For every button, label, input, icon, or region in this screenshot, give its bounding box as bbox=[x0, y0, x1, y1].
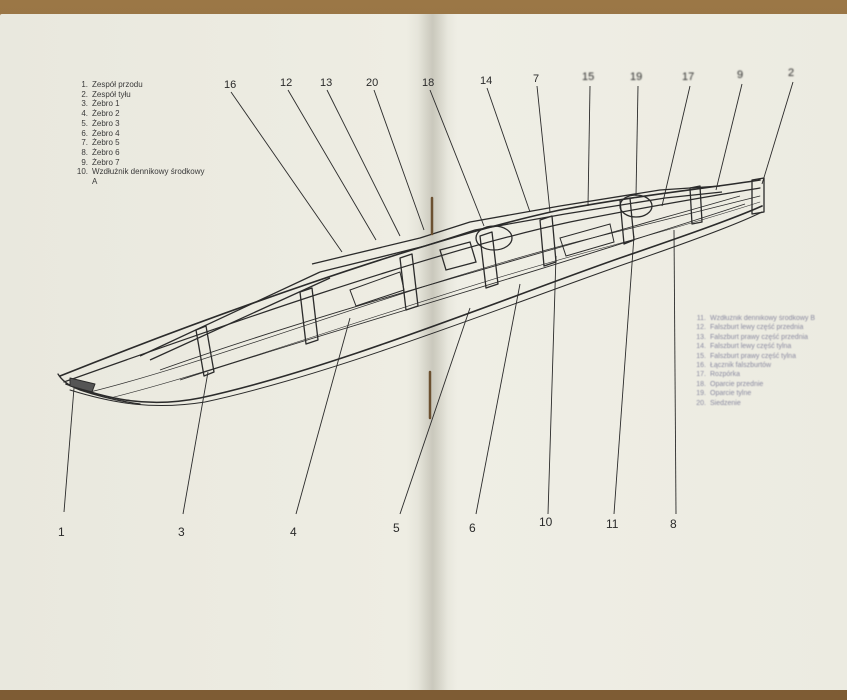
callout-1: 1 bbox=[58, 525, 65, 539]
legend-item: 1.Zespół przodu bbox=[81, 80, 143, 89]
seat bbox=[439, 241, 477, 271]
legend-item: 4.Żebro 2 bbox=[81, 109, 120, 119]
rib-2 bbox=[299, 287, 319, 345]
callout-2: 2 bbox=[788, 67, 794, 79]
booklet-spread bbox=[0, 14, 847, 690]
kayak-hull bbox=[57, 177, 765, 407]
leader-lines-top bbox=[230, 81, 794, 253]
callout-14: 14 bbox=[480, 75, 492, 87]
legend-item: 20.Siedzenie bbox=[696, 399, 741, 407]
rear-backrest bbox=[619, 194, 653, 218]
legend-item: 15.Falszburt prawy część tylna bbox=[696, 352, 796, 360]
callout-3: 3 bbox=[178, 525, 185, 539]
callout-12: 12 bbox=[280, 77, 292, 89]
seat-assembly bbox=[349, 194, 653, 307]
legend-item: 6.Żebro 4 bbox=[81, 128, 120, 138]
callout-9: 9 bbox=[737, 69, 743, 81]
callout-11: 11 bbox=[606, 517, 619, 531]
callout-19: 19 bbox=[630, 71, 642, 83]
rib-4 bbox=[479, 231, 499, 289]
legend-item: 7.Żebro 5 bbox=[81, 138, 120, 148]
legend-item: 5.Żebro 3 bbox=[81, 118, 120, 128]
legend-item: 17.Rozpórka bbox=[696, 371, 740, 379]
callout-16: 16 bbox=[224, 79, 236, 91]
legend-item: 13.Falszburt prawy część przednia bbox=[696, 333, 809, 341]
rib-7 bbox=[689, 185, 703, 225]
callout-13: 13 bbox=[320, 77, 332, 89]
callout-15: 15 bbox=[582, 71, 594, 83]
legend-item: 16.Łącznik falszburtów bbox=[696, 362, 772, 370]
binding-staples bbox=[428, 196, 434, 420]
legend-item: 2.Zespół tyłu bbox=[81, 89, 131, 99]
leader-lines-bottom bbox=[63, 229, 677, 515]
legend-item: 3.Żebro 1 bbox=[81, 99, 120, 109]
legend-item: 12.Falszburt lewy część przednia bbox=[696, 324, 804, 332]
callout-numbers-top: 16 12 13 20 18 14 7 15 19 17 9 2 bbox=[224, 67, 794, 91]
legend-item: 19.Oparcie tylne bbox=[696, 390, 752, 398]
kayak-stringers bbox=[159, 195, 746, 381]
callout-7: 7 bbox=[533, 73, 539, 85]
legend-item: 9.Żebro 7 bbox=[81, 157, 120, 167]
parts-legend-right: 11.Wzdłużnik dennikowy środkowy B 12.Fal… bbox=[690, 314, 820, 408]
legend-item: 11.Wzdłużnik dennikowy środkowy B bbox=[696, 315, 816, 322]
callout-5: 5 bbox=[393, 521, 400, 535]
legend-item: 18.Oparcie przednie bbox=[696, 380, 764, 388]
rib-5 bbox=[539, 215, 557, 267]
callout-numbers-bottom: 1 3 4 5 6 10 11 8 bbox=[58, 515, 677, 539]
callout-8: 8 bbox=[670, 517, 677, 531]
front-backrest bbox=[475, 225, 513, 251]
parts-legend-left: 1.Zespół przodu 2.Zespół tyłu 3.Żebro 1 … bbox=[70, 80, 210, 187]
legend-item: 10.Wzdłużnik dennikowy środkowy A bbox=[76, 167, 205, 187]
callout-10: 10 bbox=[539, 515, 553, 529]
callout-6: 6 bbox=[469, 521, 476, 535]
callout-4: 4 bbox=[290, 525, 297, 539]
callout-17: 17 bbox=[682, 71, 694, 83]
rib-1 bbox=[195, 325, 215, 377]
callout-20: 20 bbox=[366, 77, 378, 89]
legend-item: 8.Żebro 6 bbox=[81, 147, 120, 157]
booklet-gutter bbox=[418, 14, 448, 690]
legend-item: 14.Falszburt lewy część tylna bbox=[696, 343, 792, 351]
callout-18: 18 bbox=[422, 77, 434, 89]
